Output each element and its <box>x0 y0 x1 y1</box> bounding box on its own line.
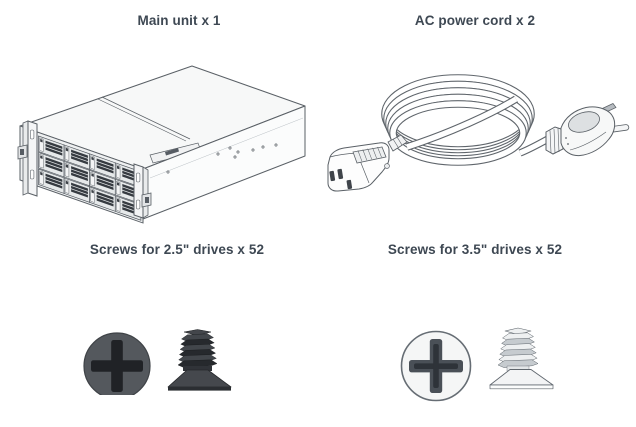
caption-screws-2-5: Screws for 2.5" drives x 52 <box>89 242 265 257</box>
main-unit-illustration <box>17 65 306 224</box>
rack-ear-right <box>133 163 152 219</box>
screw-side-view-silver <box>489 327 554 390</box>
screws-3-5-illustration <box>400 327 554 402</box>
power-plug <box>545 103 630 157</box>
caption-main-unit: Main unit x 1 <box>137 13 221 28</box>
server-screw-holes <box>166 143 278 174</box>
ac-power-cord-illustration <box>327 74 630 192</box>
rack-ear-left <box>17 120 38 197</box>
cable-coil <box>381 74 535 166</box>
screw-side-view-dark <box>167 329 232 391</box>
c13-connector <box>327 134 408 192</box>
screw-head-top-view-silver <box>400 330 472 402</box>
caption-ac-power-cord: AC power cord x 2 <box>414 13 536 28</box>
caption-screws-3-5: Screws for 3.5" drives x 52 <box>387 242 563 257</box>
screw-head-top-view-dark <box>83 332 151 395</box>
screws-2-5-illustration <box>83 329 232 395</box>
